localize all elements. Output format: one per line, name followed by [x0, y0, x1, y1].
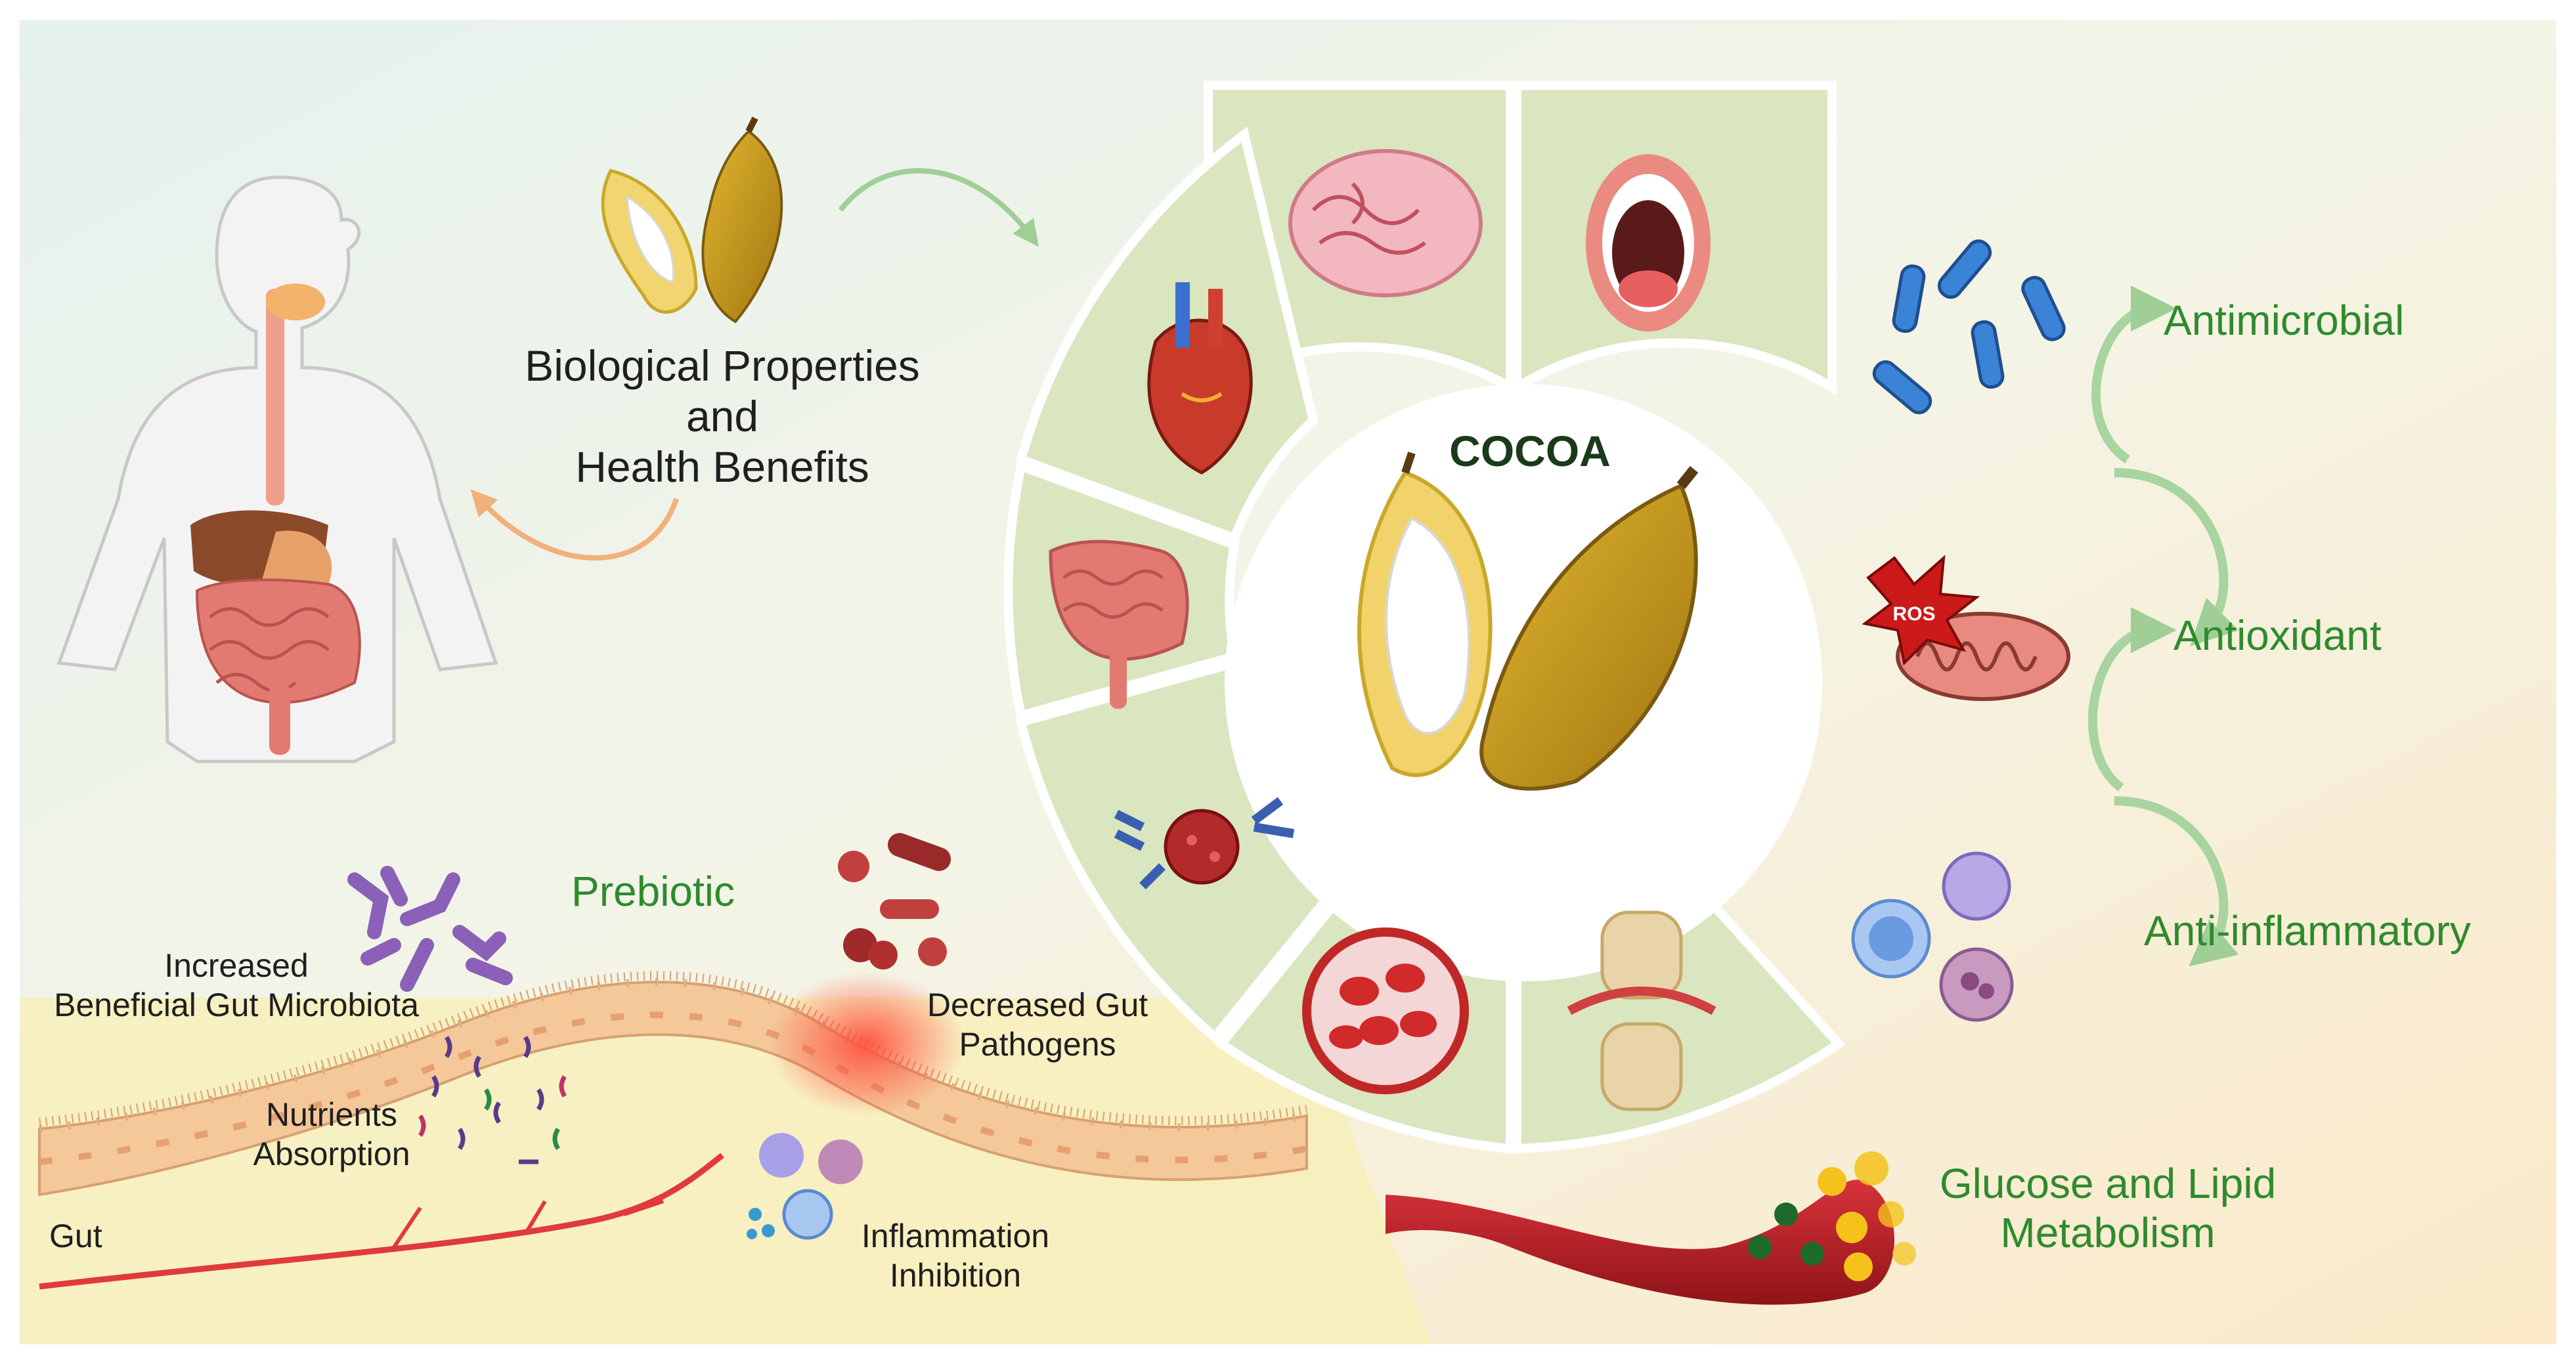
- heart-icon: [1147, 282, 1253, 475]
- open-mouth-icon: [1586, 154, 1711, 331]
- immune-cells-gut-icon: [747, 1133, 863, 1240]
- pathogens-icon: [838, 833, 951, 970]
- label-prebiotic: Prebiotic: [571, 868, 735, 915]
- intro-line-1: Biological Properties: [525, 341, 920, 390]
- capillary-branches: [392, 1199, 664, 1248]
- red-blood-cells-icon: [1302, 927, 1469, 1094]
- intro-line-3: Health Benefits: [575, 442, 869, 491]
- label-antioxidant: Antioxidant: [2173, 612, 2382, 659]
- throat: [266, 284, 325, 320]
- label-increased-line-1: Increased: [164, 947, 309, 984]
- label-inflammation-line-1: Inflammation: [862, 1218, 1049, 1254]
- blood-vessel-icon: [1386, 1151, 1916, 1305]
- human-body-illustration: [56, 175, 498, 763]
- esophagus: [266, 289, 284, 505]
- intestines: [195, 578, 361, 755]
- label-nutrients-line-1: Nutrients: [266, 1096, 397, 1133]
- center-cocoa-pods: [1357, 452, 1699, 791]
- antimicrobial-loop-arrow: [2091, 286, 2177, 463]
- intro-to-wheel-arrow: [838, 168, 1039, 247]
- bacteria-icon: [1872, 239, 2066, 415]
- antioxidant-return-arrow: [2088, 607, 2177, 792]
- label-inflammation-line-2: Inhibition: [890, 1257, 1021, 1294]
- label-nutrients-line-2: Absorption: [253, 1136, 410, 1172]
- label-gut: Gut: [49, 1218, 102, 1254]
- capillary: [39, 1153, 724, 1290]
- nutrient-particles-icon: [418, 1036, 567, 1164]
- label-increased-line-2: Beneficial Gut Microbiota: [54, 987, 419, 1023]
- label-anti-inflammatory: Anti-inflammatory: [2144, 907, 2471, 954]
- intestine-icon: [1049, 540, 1189, 709]
- label-glucose-line-1: Glucose and Lipid: [1940, 1160, 2276, 1207]
- label-antimicrobial: Antimicrobial: [2164, 297, 2404, 344]
- label-glucose-line-2: Metabolism: [2000, 1209, 2215, 1256]
- intro-line-2: and: [686, 392, 758, 440]
- antioxidant-loop-arrow: [2114, 468, 2239, 647]
- intro-cocoa-pods: [601, 116, 783, 324]
- label-decreased-line-1: Decreased Gut: [927, 987, 1148, 1023]
- inflammation-glow: [768, 971, 965, 1116]
- center-title: COCOA: [1449, 427, 1611, 475]
- gut-epithelium: [38, 971, 1308, 1197]
- joint-icon: [1567, 910, 1716, 1111]
- ros-tag: ROS: [1892, 603, 1935, 625]
- label-decreased-line-2: Pathogens: [959, 1026, 1116, 1063]
- intro-to-body-arrow: [470, 489, 679, 561]
- ros-mitochondria-icon: ROS: [1862, 555, 2070, 701]
- virus-antibody-icon: [1114, 797, 1295, 889]
- anti-inflammatory-arrow: [2114, 796, 2239, 967]
- immune-cells-icon: [1851, 851, 2014, 1022]
- brain-icon: [1288, 149, 1483, 297]
- beneficial-microbiota-icon: [347, 866, 513, 992]
